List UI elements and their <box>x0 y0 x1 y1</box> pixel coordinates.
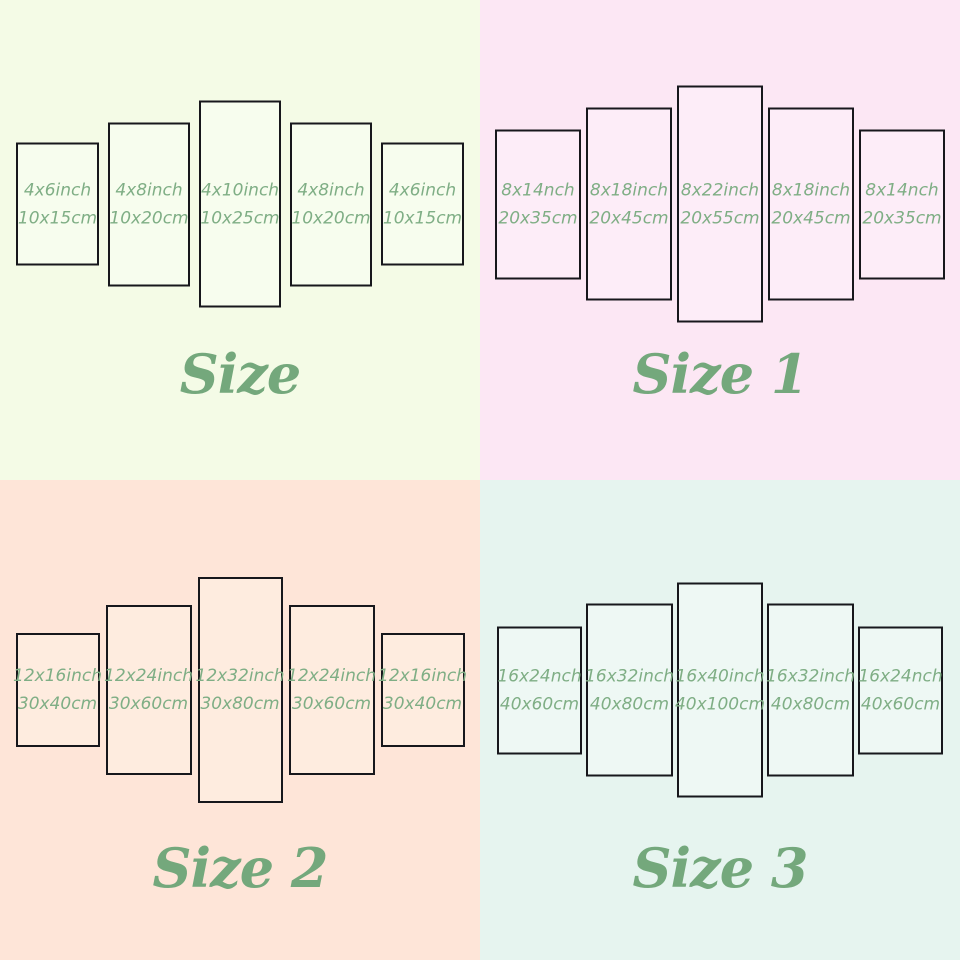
canvas-panel-3: 4x10inch 10x25cm <box>199 100 281 308</box>
panel-size-cm: 10x20cm <box>109 208 189 228</box>
panel-size-inch: 16x24nch <box>497 666 582 686</box>
panel-size-cm: 20x45cm <box>589 208 669 228</box>
canvas-panel-4: 8x18inch 20x45cm <box>768 107 854 301</box>
panel-size-cm: 30x60cm <box>108 694 189 714</box>
canvas-panel-5: 12x16inch 30x40cm <box>378 633 467 747</box>
panel-size-cm: 40x60cm <box>499 694 580 714</box>
panel-size-cm: 10x15cm <box>17 208 98 228</box>
panel-size-cm: 40x80cm <box>589 694 670 714</box>
quadrant-size: 4x6inch 10x15cm 4x8inch 10x20cm 4x10inch… <box>0 0 480 480</box>
panel-size-cm: 30x40cm <box>382 694 463 714</box>
panel-size-cm: 40x100cm <box>674 694 766 714</box>
canvas-panel-5: 16x24nch 40x60cm <box>858 626 943 754</box>
panel-row: 16x24nch 40x60cm 16x32inch 40x80cm 16x40… <box>480 582 960 798</box>
panel-size-cm: 10x25cm <box>200 208 280 228</box>
panel-size-inch: 12x24inch <box>104 666 193 686</box>
panel-size-inch: 16x32inch <box>585 666 674 686</box>
panel-size-inch: 4x6inch <box>388 180 457 200</box>
canvas-panel-1: 8x14nch 20x35cm <box>495 129 581 279</box>
canvas-panel-3: 16x40inch 40x100cm <box>674 582 766 798</box>
panel-size-inch: 8x14nch <box>865 180 939 200</box>
canvas-panel-4: 16x32inch 40x80cm <box>766 603 855 777</box>
canvas-panel-3: 12x32inch 30x80cm <box>195 577 285 803</box>
panel-size-cm: 20x35cm <box>862 208 942 228</box>
panel-size-cm: 30x80cm <box>200 694 280 714</box>
panel-row: 4x6inch 10x15cm 4x8inch 10x20cm 4x10inch… <box>0 100 480 308</box>
panel-size-cm: 30x60cm <box>291 694 372 714</box>
panel-size-cm: 20x55cm <box>680 208 760 228</box>
panel-size-inch: 12x24inch <box>287 666 376 686</box>
panel-size-inch: 8x18inch <box>589 180 669 200</box>
panel-size-inch: 8x18inch <box>771 180 851 200</box>
panel-size-inch: 16x24nch <box>858 666 943 686</box>
quadrant-size-1: 8x14nch 20x35cm 8x18inch 20x45cm 8x22inc… <box>480 0 960 480</box>
panel-size-inch: 4x6inch <box>23 180 92 200</box>
canvas-panel-2: 8x18inch 20x45cm <box>586 107 672 301</box>
panel-size-cm: 40x80cm <box>770 694 851 714</box>
panel-size-cm: 20x35cm <box>498 208 578 228</box>
canvas-panel-2: 12x24inch 30x60cm <box>104 605 193 775</box>
canvas-panel-1: 16x24nch 40x60cm <box>497 626 582 754</box>
quadrant-size-3: 16x24nch 40x60cm 16x32inch 40x80cm 16x40… <box>480 480 960 960</box>
quadrant-title: Size <box>179 342 302 406</box>
panel-size-inch: 12x16inch <box>13 666 102 686</box>
canvas-panel-2: 16x32inch 40x80cm <box>585 603 674 777</box>
quadrant-size-2: 12x16inch 30x40cm 12x24inch 30x60cm 12x3… <box>0 480 480 960</box>
panel-row: 12x16inch 30x40cm 12x24inch 30x60cm 12x3… <box>0 577 480 803</box>
canvas-panel-1: 4x6inch 10x15cm <box>16 142 99 266</box>
panel-size-inch: 4x10inch <box>200 180 280 200</box>
panel-size-cm: 40x60cm <box>860 694 941 714</box>
canvas-panel-3: 8x22inch 20x55cm <box>677 85 763 323</box>
panel-size-cm: 10x15cm <box>382 208 463 228</box>
panel-size-inch: 8x14nch <box>501 180 575 200</box>
panel-row: 8x14nch 20x35cm 8x18inch 20x45cm 8x22inc… <box>480 85 960 323</box>
panel-size-cm: 10x20cm <box>291 208 371 228</box>
quadrant-title: Size 1 <box>632 342 809 406</box>
canvas-panel-5: 8x14nch 20x35cm <box>859 129 945 279</box>
quadrant-title: Size 3 <box>632 836 809 900</box>
panel-size-cm: 30x40cm <box>17 694 98 714</box>
panel-size-inch: 16x40inch <box>675 666 765 686</box>
panel-size-inch: 12x16inch <box>378 666 467 686</box>
panel-size-inch: 8x22inch <box>680 180 760 200</box>
canvas-panel-4: 4x8inch 10x20cm <box>290 122 372 286</box>
canvas-panel-4: 12x24inch 30x60cm <box>287 605 376 775</box>
panel-size-inch: 4x8inch <box>297 180 365 200</box>
canvas-panel-2: 4x8inch 10x20cm <box>108 122 190 286</box>
panel-size-inch: 4x8inch <box>115 180 183 200</box>
panel-size-inch: 12x32inch <box>195 666 285 686</box>
canvas-panel-1: 12x16inch 30x40cm <box>13 633 102 747</box>
panel-size-cm: 20x45cm <box>771 208 851 228</box>
quadrant-title: Size 2 <box>152 836 329 900</box>
canvas-panel-5: 4x6inch 10x15cm <box>381 142 464 266</box>
panel-size-inch: 16x32inch <box>766 666 855 686</box>
